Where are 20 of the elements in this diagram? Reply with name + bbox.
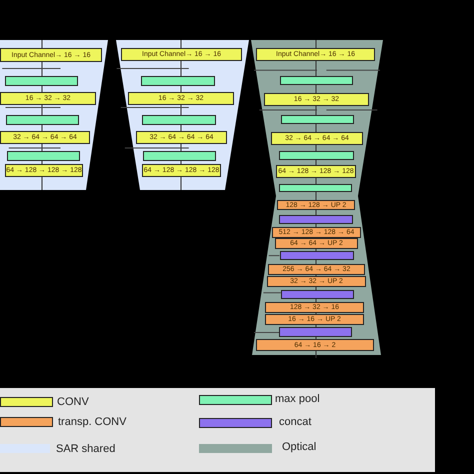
legend-label: concat <box>279 417 312 428</box>
legend-label: max pool <box>275 394 320 405</box>
max-pool-block <box>7 151 80 161</box>
legend-label: Optical <box>282 442 316 453</box>
legend-label: CONV <box>57 397 89 408</box>
max-pool-block <box>6 115 79 125</box>
legend-label: SAR shared <box>56 444 116 455</box>
max-pool-block <box>279 151 354 160</box>
max-pool-block <box>281 115 354 124</box>
max-pool-block <box>142 115 216 125</box>
max-pool-block <box>279 184 352 192</box>
concat-block <box>279 327 352 337</box>
legend-label: transp. CONV <box>58 417 126 428</box>
max-pool-block <box>143 151 216 161</box>
concat-block <box>281 290 354 299</box>
max-pool-block <box>141 76 215 86</box>
max-pool-block <box>280 76 353 85</box>
concat-block <box>280 251 354 260</box>
max-pool-block <box>5 76 78 86</box>
concat-block <box>279 215 353 224</box>
